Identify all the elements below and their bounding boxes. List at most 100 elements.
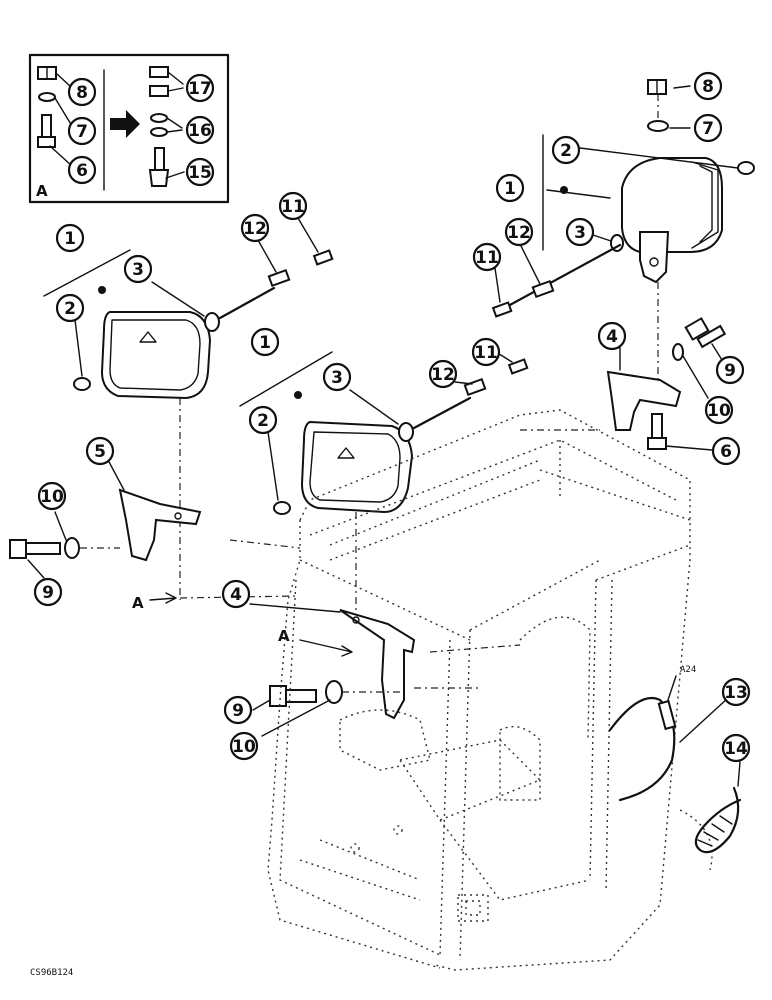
- svg-text:13: 13: [724, 683, 748, 703]
- callout-7: 7: [67, 116, 97, 146]
- lamp-mount-bracket-right: [606, 317, 727, 451]
- callout-9: 9: [223, 695, 253, 725]
- washer-icon: [38, 92, 56, 102]
- callout-3: 3: [123, 254, 153, 284]
- lamp-bulb-icon: [273, 501, 291, 515]
- washer-icon: [64, 537, 80, 559]
- callout-2: 2: [551, 135, 581, 165]
- callout-2: 2: [248, 405, 278, 435]
- front-work-lamp-left: [43, 217, 334, 600]
- lamp-bracket: [639, 231, 670, 284]
- lamp-bulb-icon: [737, 161, 755, 175]
- callout-10: 10: [37, 481, 67, 511]
- callout-1: 1: [495, 173, 525, 203]
- work-lamp-body: [621, 157, 723, 253]
- callout-17: 17: [185, 73, 215, 103]
- svg-text:2: 2: [64, 299, 76, 319]
- work-lamp-body: [300, 420, 414, 514]
- washer-icon: [325, 680, 343, 704]
- connector-terminal: [507, 358, 529, 375]
- operator-cab-outline: [179, 409, 691, 971]
- lamp-bulb-icon: [73, 377, 91, 391]
- lamp-mount-bracket-left: A: [9, 459, 202, 612]
- connector-housing: [267, 268, 291, 288]
- callout-15: 15: [185, 157, 215, 187]
- svg-text:11: 11: [474, 343, 498, 363]
- nut-icon: [149, 66, 169, 97]
- callout-12: 12: [428, 359, 458, 389]
- callout-4: 4: [221, 579, 251, 609]
- connector-label: A24: [680, 665, 696, 675]
- grommet-icon: [398, 422, 414, 442]
- grommet-icon: [610, 234, 624, 252]
- grommet-icon: [204, 312, 220, 332]
- nut-icon: [37, 66, 57, 80]
- svg-text:16: 16: [188, 121, 212, 141]
- arrow-a-label: A: [132, 594, 144, 612]
- arrow-a-label: A: [278, 627, 290, 645]
- washer-icon: [150, 127, 168, 137]
- washer-icon: [150, 113, 168, 123]
- svg-text:3: 3: [574, 223, 586, 243]
- bolt-icon: [9, 539, 61, 559]
- svg-text:5: 5: [94, 442, 106, 462]
- bolt-icon: [37, 114, 56, 148]
- arrow-a-icon: [149, 592, 177, 604]
- svg-text:1: 1: [259, 333, 271, 353]
- svg-text:9: 9: [724, 361, 736, 381]
- lamp-marker: [98, 286, 106, 294]
- lamp-marker: [294, 391, 302, 399]
- callout-9: 9: [715, 355, 745, 385]
- svg-text:12: 12: [507, 223, 531, 243]
- replace-arrow-icon: [110, 110, 140, 138]
- wire-harness: A24: [608, 665, 729, 871]
- callout-6: 6: [67, 155, 97, 185]
- callout-8: 8: [67, 77, 97, 107]
- callout-13: 13: [721, 677, 751, 707]
- callout-11: 11: [278, 191, 308, 221]
- washer-icon: [647, 120, 669, 132]
- svg-text:1: 1: [504, 179, 516, 199]
- callout-3: 3: [565, 217, 595, 247]
- arrow-a-icon: [299, 639, 353, 657]
- lamp-mount-bracket-center: A: [249, 603, 416, 737]
- bolt-icon: [684, 317, 727, 349]
- callout-7: 7: [693, 113, 723, 143]
- callout-5: 5: [85, 436, 115, 466]
- svg-text:4: 4: [606, 327, 618, 347]
- washer-icon: [672, 343, 684, 361]
- svg-text:7: 7: [76, 122, 88, 142]
- svg-text:8: 8: [702, 77, 714, 97]
- svg-text:2: 2: [560, 141, 572, 161]
- connector-terminal: [312, 249, 334, 266]
- callout-9: 9: [33, 577, 63, 607]
- svg-text:15: 15: [188, 163, 212, 183]
- callout-8: 8: [693, 71, 723, 101]
- svg-text:10: 10: [40, 487, 64, 507]
- callout-16: 16: [185, 115, 215, 145]
- svg-text:2: 2: [257, 411, 269, 431]
- front-work-lamp-center: [239, 351, 529, 620]
- nut-icon: [647, 79, 667, 95]
- svg-text:11: 11: [281, 197, 305, 217]
- svg-text:1: 1: [64, 229, 76, 249]
- callout-1: 1: [55, 223, 85, 253]
- callout-12: 12: [240, 213, 270, 243]
- callout-10: 10: [704, 395, 734, 425]
- callout-11: 11: [471, 337, 501, 367]
- svg-text:3: 3: [331, 368, 343, 388]
- svg-text:14: 14: [724, 739, 748, 759]
- detail-a-inset: A: [28, 53, 230, 204]
- callout-2: 2: [55, 293, 85, 323]
- cable-tie-band: [694, 761, 742, 854]
- svg-text:4: 4: [230, 585, 242, 605]
- svg-text:9: 9: [42, 583, 54, 603]
- svg-text:10: 10: [232, 737, 256, 757]
- svg-text:8: 8: [76, 83, 88, 103]
- connector-terminal: [491, 301, 513, 318]
- svg-text:11: 11: [475, 248, 499, 268]
- svg-text:17: 17: [188, 79, 212, 99]
- rear-work-lamp-assembly: [491, 79, 755, 390]
- svg-text:9: 9: [232, 701, 244, 721]
